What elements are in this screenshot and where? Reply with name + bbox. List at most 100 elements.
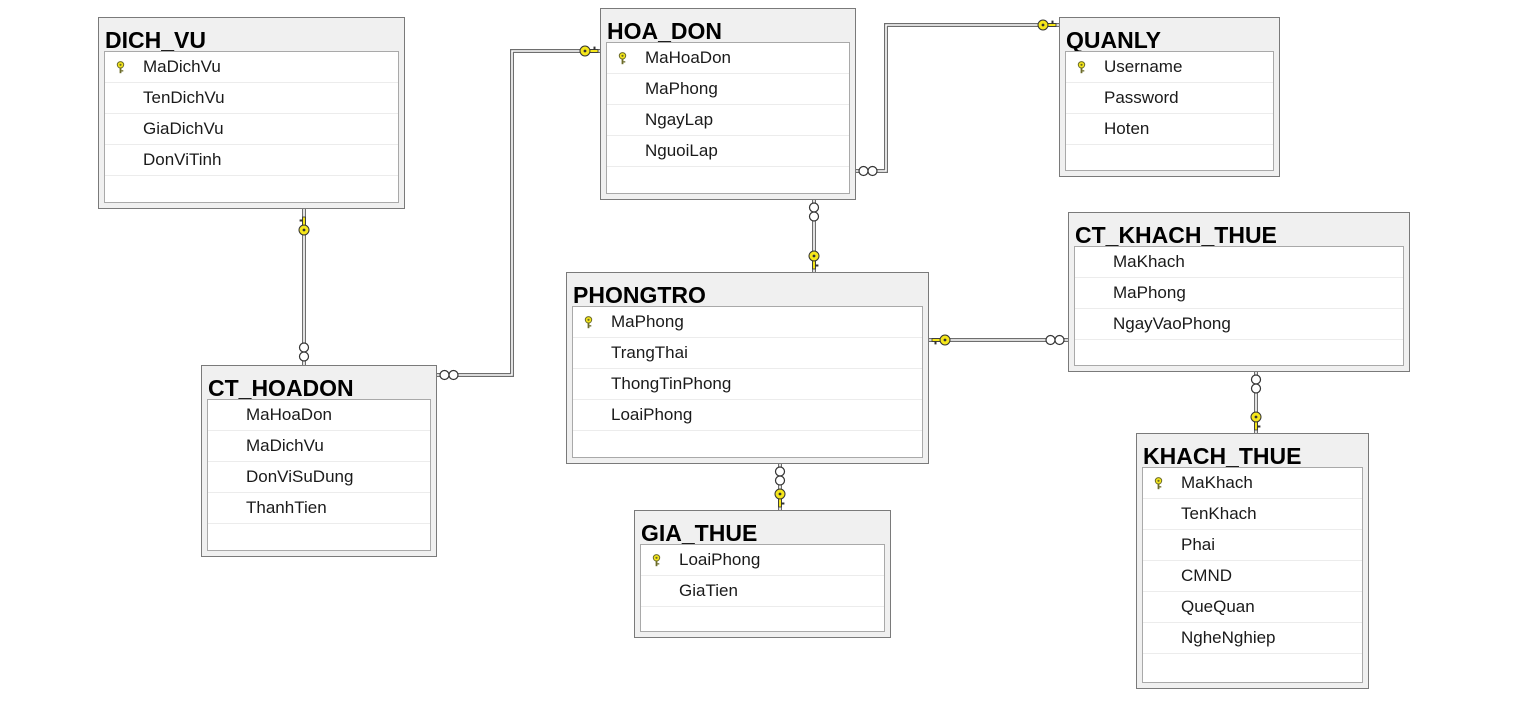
link-quanly-hoadon[interactable] <box>856 23 1059 173</box>
table-title: DICH_VU <box>105 27 206 53</box>
row-selector <box>607 74 637 104</box>
column-row[interactable]: LoaiPhong <box>641 545 884 576</box>
column-row[interactable]: Phai <box>1143 530 1362 561</box>
row-selector <box>1143 623 1173 653</box>
row-selector <box>1075 309 1105 339</box>
column-name: MaDichVu <box>246 436 324 455</box>
column-row[interactable]: DonViTinh <box>105 145 398 176</box>
row-selector <box>1143 499 1173 529</box>
row-selector <box>1143 592 1173 622</box>
column-row[interactable]: QueQuan <box>1143 592 1362 623</box>
column-row[interactable]: MaKhach <box>1143 468 1362 499</box>
column-row[interactable]: TenKhach <box>1143 499 1362 530</box>
column-row[interactable]: NgayLap <box>607 105 849 136</box>
row-selector <box>641 576 671 606</box>
column-row[interactable]: GiaTien <box>641 576 884 607</box>
column-row[interactable]: NgayVaoPhong <box>1075 309 1403 340</box>
infinity-icon <box>1250 374 1262 394</box>
column-row[interactable]: MaDichVu <box>208 431 430 462</box>
row-selector <box>1143 561 1173 591</box>
column-name: GiaTien <box>679 581 738 600</box>
column-name: NgayLap <box>645 110 714 129</box>
column-name: NgheNghiep <box>1181 628 1276 647</box>
row-selector <box>1066 83 1096 113</box>
column-name: MaPhong <box>611 312 684 331</box>
column-row[interactable]: ThanhTien <box>208 493 430 524</box>
infinity-icon <box>774 466 786 486</box>
column-name: GiaDichVu <box>143 119 224 138</box>
column-name: MaHoaDon <box>645 48 731 67</box>
column-row[interactable]: MaPhong <box>607 74 849 105</box>
column-name: CMND <box>1181 566 1232 585</box>
column-name: TenDichVu <box>143 88 225 107</box>
column-row[interactable]: MaHoaDon <box>208 400 430 431</box>
column-name: NgayVaoPhong <box>1113 314 1231 333</box>
row-selector <box>573 369 603 399</box>
column-name: DonViSuDung <box>246 467 354 486</box>
column-row[interactable]: MaDichVu <box>105 52 398 83</box>
row-selector <box>208 400 238 430</box>
column-row[interactable]: Hoten <box>1066 114 1273 145</box>
row-selector <box>105 114 135 144</box>
infinity-icon <box>439 369 459 381</box>
key-icon <box>1143 468 1173 498</box>
infinity-icon <box>298 342 310 362</box>
key-icon <box>607 43 637 73</box>
column-row[interactable]: LoaiPhong <box>573 400 922 431</box>
row-selector <box>1075 247 1105 277</box>
column-name: Phai <box>1181 535 1216 554</box>
column-row[interactable]: NguoiLap <box>607 136 849 167</box>
row-selector <box>1075 278 1105 308</box>
column-row[interactable]: CMND <box>1143 561 1362 592</box>
column-name: MaHoaDon <box>246 405 332 424</box>
column-row[interactable]: MaHoaDon <box>607 43 849 74</box>
table-title: QUANLY <box>1066 27 1161 53</box>
key-icon <box>573 307 603 337</box>
column-row[interactable]: TenDichVu <box>105 83 398 114</box>
column-name: Hoten <box>1104 119 1150 138</box>
link-hoadon-cthoadon[interactable] <box>437 49 600 377</box>
column-row[interactable]: ThongTinPhong <box>573 369 922 400</box>
column-row[interactable]: NgheNghiep <box>1143 623 1362 654</box>
column-row[interactable]: Username <box>1066 52 1273 83</box>
row-selector <box>1066 114 1096 144</box>
column-name: LoaiPhong <box>679 550 761 569</box>
column-row[interactable]: MaPhong <box>1075 278 1403 309</box>
key-icon <box>808 250 820 270</box>
column-name: NguoiLap <box>645 141 718 160</box>
column-row[interactable]: MaKhach <box>1075 247 1403 278</box>
row-selector <box>573 400 603 430</box>
column-name: MaKhach <box>1181 473 1253 492</box>
column-name: QueQuan <box>1181 597 1255 616</box>
key-icon <box>641 545 671 575</box>
column-row[interactable]: Password <box>1066 83 1273 114</box>
row-selector <box>607 136 637 166</box>
column-row[interactable]: TrangThai <box>573 338 922 369</box>
column-name: TrangThai <box>611 343 688 362</box>
key-icon <box>1037 19 1057 31</box>
column-row[interactable]: GiaDichVu <box>105 114 398 145</box>
key-icon <box>579 45 599 57</box>
column-row[interactable]: MaPhong <box>573 307 922 338</box>
row-selector <box>105 83 135 113</box>
column-name: ThanhTien <box>246 498 327 517</box>
infinity-icon <box>1045 334 1065 346</box>
row-selector <box>208 493 238 523</box>
column-row[interactable]: DonViSuDung <box>208 462 430 493</box>
